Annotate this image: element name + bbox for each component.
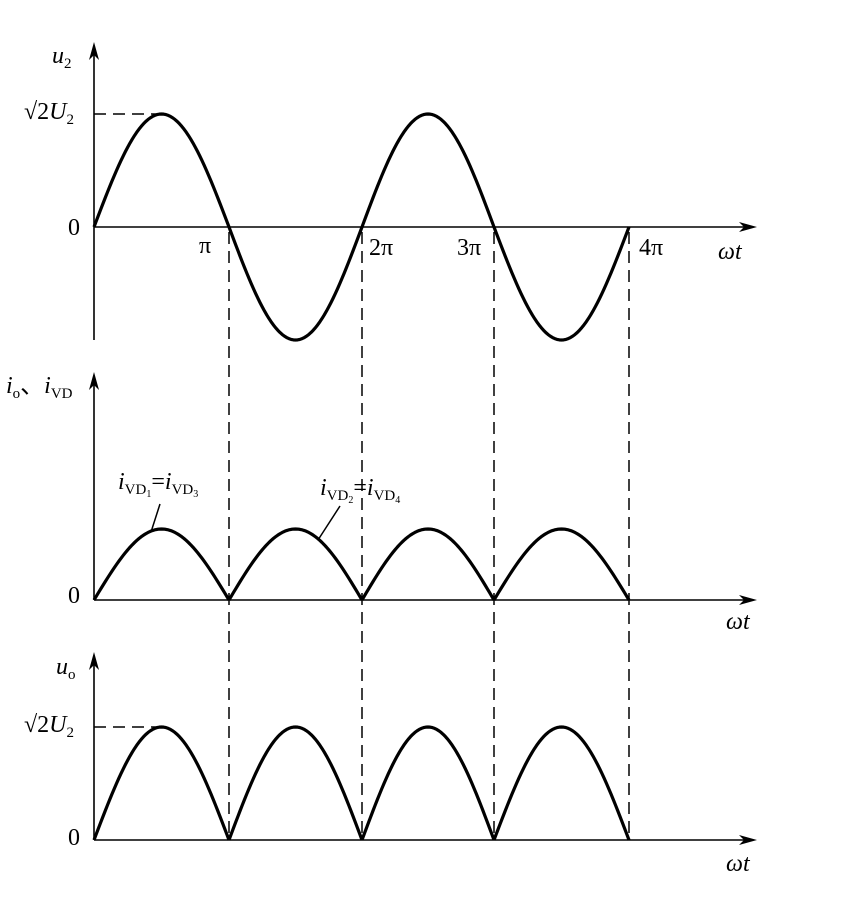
- current-hump-3: [360, 527, 496, 601]
- x-axis-label-source: ωt: [718, 239, 742, 265]
- annotation-ivd2-ivd4: iVD2=iVD4: [320, 475, 401, 506]
- current-hump-4: [492, 527, 631, 601]
- zero-label-source: 0: [68, 215, 80, 241]
- sine-half-cycle-3: [360, 112, 496, 228]
- tick-label-pi: π: [199, 233, 212, 259]
- sine-half-cycle-4: [492, 226, 631, 342]
- annotation-ivd1-ivd3: iVD1=iVD3: [118, 469, 199, 500]
- current-hump-2: [227, 527, 364, 601]
- output-hump-1: [92, 725, 231, 841]
- x-axis-arrow-1: [739, 222, 757, 232]
- output-hump-2: [227, 725, 364, 841]
- x-axis-arrow-3: [739, 835, 757, 845]
- peak-label-source: √2U2: [24, 99, 75, 128]
- output-hump-3: [360, 725, 496, 841]
- tick-label-3pi: 3π: [457, 235, 482, 261]
- zero-label-output: 0: [68, 825, 80, 851]
- x-axis-label-output: ωt: [726, 851, 750, 877]
- zero-label-current: 0: [68, 583, 80, 609]
- y-axis-arrow-2: [89, 372, 99, 390]
- y-axis-arrow-1: [89, 42, 99, 60]
- x-axis-label-current: ωt: [726, 609, 750, 635]
- y-axis-arrow-3: [89, 652, 99, 670]
- sine-half-cycle-1: [92, 112, 231, 228]
- output-hump-4: [492, 725, 631, 841]
- current-hump-1: [92, 527, 231, 601]
- peak-label-output: √2U2: [24, 712, 75, 741]
- sine-half-cycle-2: [227, 226, 364, 342]
- leader-ivd2-ivd4: [317, 505, 341, 541]
- leader-ivd1-ivd3: [150, 503, 161, 533]
- io-ivd-axis-label: io、iVD: [6, 373, 73, 402]
- tick-label-2pi: 2π: [369, 235, 394, 261]
- u2-axis-label: u2: [52, 43, 72, 72]
- uo-axis-label: uo: [56, 654, 76, 683]
- tick-label-4pi: 4π: [639, 235, 664, 261]
- x-axis-arrow-2: [739, 595, 757, 605]
